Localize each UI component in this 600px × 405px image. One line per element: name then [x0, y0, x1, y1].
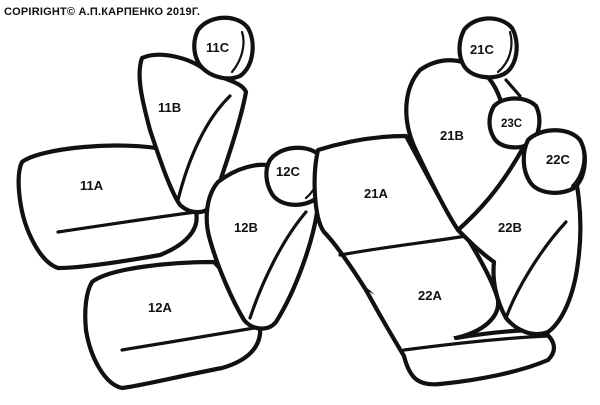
part-11b-seam [176, 94, 232, 202]
label-21c: 21C [470, 42, 494, 57]
seat-11 [16, 15, 255, 271]
label-11c: 11C [206, 40, 230, 55]
part-23c-post [504, 78, 522, 98]
copyright-text: COPIRIGHT© А.П.КАРПЕНКО 2019Г. [4, 6, 200, 18]
part-22c-seam [570, 144, 585, 188]
part-12a-shape [83, 259, 263, 391]
rear-bench [312, 16, 587, 387]
seat-12 [83, 145, 327, 391]
part-labels: 11C 11B 11A 12C 12B 12A 21A 22A 21B 21C … [80, 40, 570, 315]
label-21b: 21B [440, 128, 464, 143]
part-21c-shape [457, 16, 519, 80]
label-22c: 22C [546, 152, 570, 167]
label-12b: 12B [234, 220, 258, 235]
part-12a-seam [120, 324, 268, 352]
part-11a-shape [16, 143, 199, 271]
label-22a: 22A [418, 288, 442, 303]
part-22c-shape [521, 128, 587, 195]
label-21a: 21A [364, 186, 388, 201]
label-22b: 22B [498, 220, 522, 235]
label-11b: 11B [158, 100, 181, 115]
rear-cushion-lower-seam [402, 334, 550, 352]
label-11a: 11A [80, 178, 104, 193]
part-21c-seam [496, 30, 513, 74]
label-12a: 12A [148, 300, 172, 315]
label-23c: 23C [501, 118, 522, 130]
label-12c: 12C [276, 164, 300, 179]
part-11a-seam [56, 210, 198, 234]
part-12b-seam [248, 210, 308, 320]
part-21a-22a-divider [338, 234, 468, 257]
part-11c-seam [230, 30, 245, 74]
part-22b-seam [504, 220, 568, 320]
